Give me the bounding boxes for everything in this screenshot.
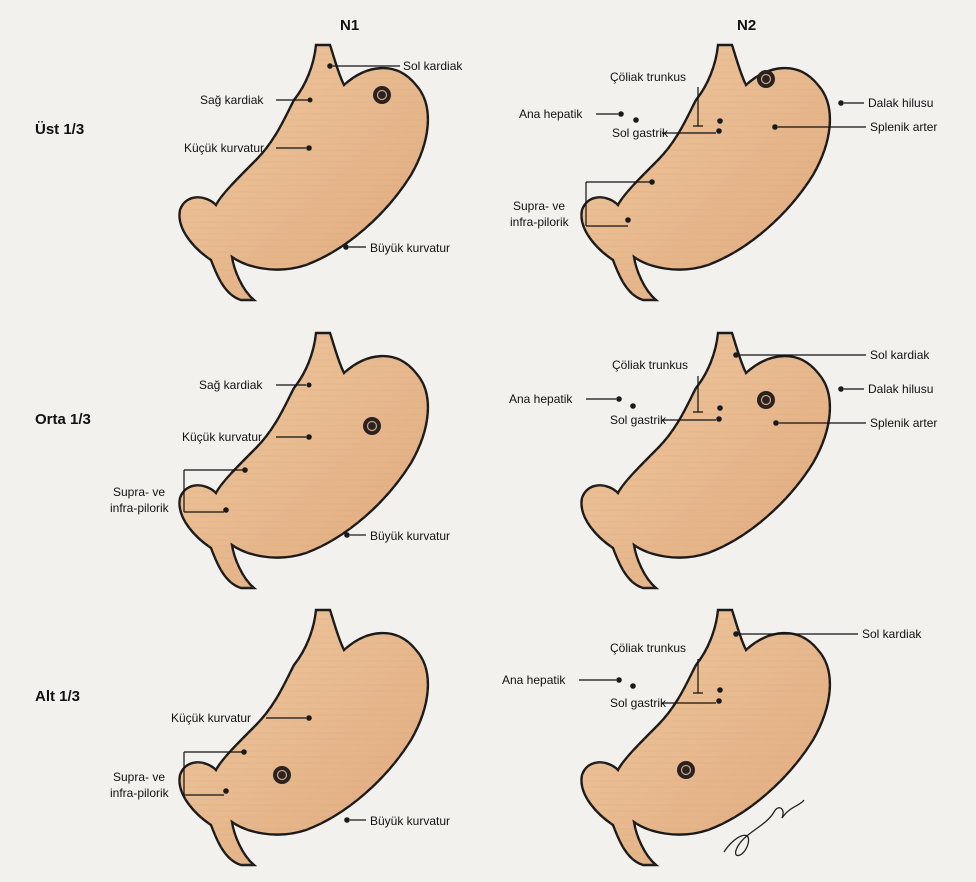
svg-text:Ana hepatik: Ana hepatik — [519, 107, 583, 121]
stomach-n1-orta: Sağ kardiak Küçük kurvatur Supra- ve inf… — [110, 333, 450, 588]
row-header-ust: Üst 1/3 — [35, 121, 84, 138]
tumor-icon — [373, 86, 391, 104]
svg-text:infra-pilorik: infra-pilorik — [110, 501, 170, 515]
tumor-icon — [273, 766, 291, 784]
label-buyuk-kurvatur: Büyük kurvatur — [344, 529, 450, 543]
svg-text:Sol gastrik: Sol gastrik — [610, 413, 667, 427]
tumor-icon — [363, 417, 381, 435]
svg-text:Sağ kardiak: Sağ kardiak — [199, 378, 263, 392]
tumor-icon — [677, 761, 695, 779]
svg-text:Sağ kardiak: Sağ kardiak — [200, 93, 264, 107]
label-buyuk-kurvatur: Büyük kurvatur — [343, 241, 450, 255]
svg-text:infra-pilorik: infra-pilorik — [110, 786, 170, 800]
svg-text:infra-pilorik: infra-pilorik — [510, 215, 570, 229]
svg-text:Sol kardiak: Sol kardiak — [870, 348, 930, 362]
svg-text:Çöliak trunkus: Çöliak trunkus — [612, 358, 688, 372]
tumor-icon — [757, 391, 775, 409]
svg-text:Dalak hilusu: Dalak hilusu — [868, 96, 933, 110]
svg-text:Büyük kurvatur: Büyük kurvatur — [370, 529, 450, 543]
label-ana-hepatik: Ana hepatik — [502, 673, 636, 689]
svg-text:Dalak hilusu: Dalak hilusu — [868, 382, 933, 396]
row-header-alt: Alt 1/3 — [35, 688, 80, 705]
svg-text:Splenik arter: Splenik arter — [870, 120, 937, 134]
tumor-icon — [757, 70, 775, 88]
label-ana-hepatik: Ana hepatik — [519, 107, 639, 123]
column-header-n2: N2 — [737, 17, 756, 34]
stomach-n1-ust: Sağ kardiak Sol kardiak Küçük kurvatur B… — [179, 45, 463, 300]
svg-text:Ana hepatik: Ana hepatik — [502, 673, 566, 687]
label-buyuk-kurvatur: Büyük kurvatur — [344, 814, 450, 828]
label-ana-hepatik: Ana hepatik — [509, 392, 636, 409]
svg-text:Büyük kurvatur: Büyük kurvatur — [370, 814, 450, 828]
label-dalak-hilusu: Dalak hilusu — [838, 96, 933, 110]
svg-text:Küçük kurvatur: Küçük kurvatur — [171, 711, 251, 725]
svg-text:Çöliak trunkus: Çöliak trunkus — [610, 641, 686, 655]
svg-text:Sol gastrik: Sol gastrik — [610, 696, 667, 710]
svg-text:Büyük kurvatur: Büyük kurvatur — [370, 241, 450, 255]
label-dalak-hilusu: Dalak hilusu — [838, 382, 933, 396]
row-header-orta: Orta 1/3 — [35, 411, 91, 428]
svg-text:Sol kardiak: Sol kardiak — [862, 627, 922, 641]
svg-text:Küçük kurvatur: Küçük kurvatur — [184, 141, 264, 155]
svg-text:Sol gastrik: Sol gastrik — [612, 126, 669, 140]
svg-text:Küçük kurvatur: Küçük kurvatur — [182, 430, 262, 444]
label-sol-kardiak: Sol kardiak — [733, 348, 930, 362]
svg-text:Supra- ve: Supra- ve — [113, 485, 165, 499]
stomach-n2-orta: Sol kardiak Çöliak trunkus Ana hepatik S… — [509, 333, 937, 588]
stomach-n2-alt: Sol kardiak Çöliak trunkus Ana hepatik S… — [502, 610, 922, 865]
svg-text:Supra- ve: Supra- ve — [113, 770, 165, 784]
svg-text:Ana hepatik: Ana hepatik — [509, 392, 573, 406]
stomach-n2-ust: Çöliak trunkus Ana hepatik Sol gastrik D… — [510, 45, 937, 300]
svg-text:Sol kardiak: Sol kardiak — [403, 59, 463, 73]
stomach-n1-alt: Küçük kurvatur Supra- ve infra-pilorik B… — [110, 610, 450, 865]
svg-text:Splenik arter: Splenik arter — [870, 416, 937, 430]
svg-text:Çöliak trunkus: Çöliak trunkus — [610, 70, 686, 84]
column-header-n1: N1 — [340, 17, 359, 34]
svg-text:Supra- ve: Supra- ve — [513, 199, 565, 213]
